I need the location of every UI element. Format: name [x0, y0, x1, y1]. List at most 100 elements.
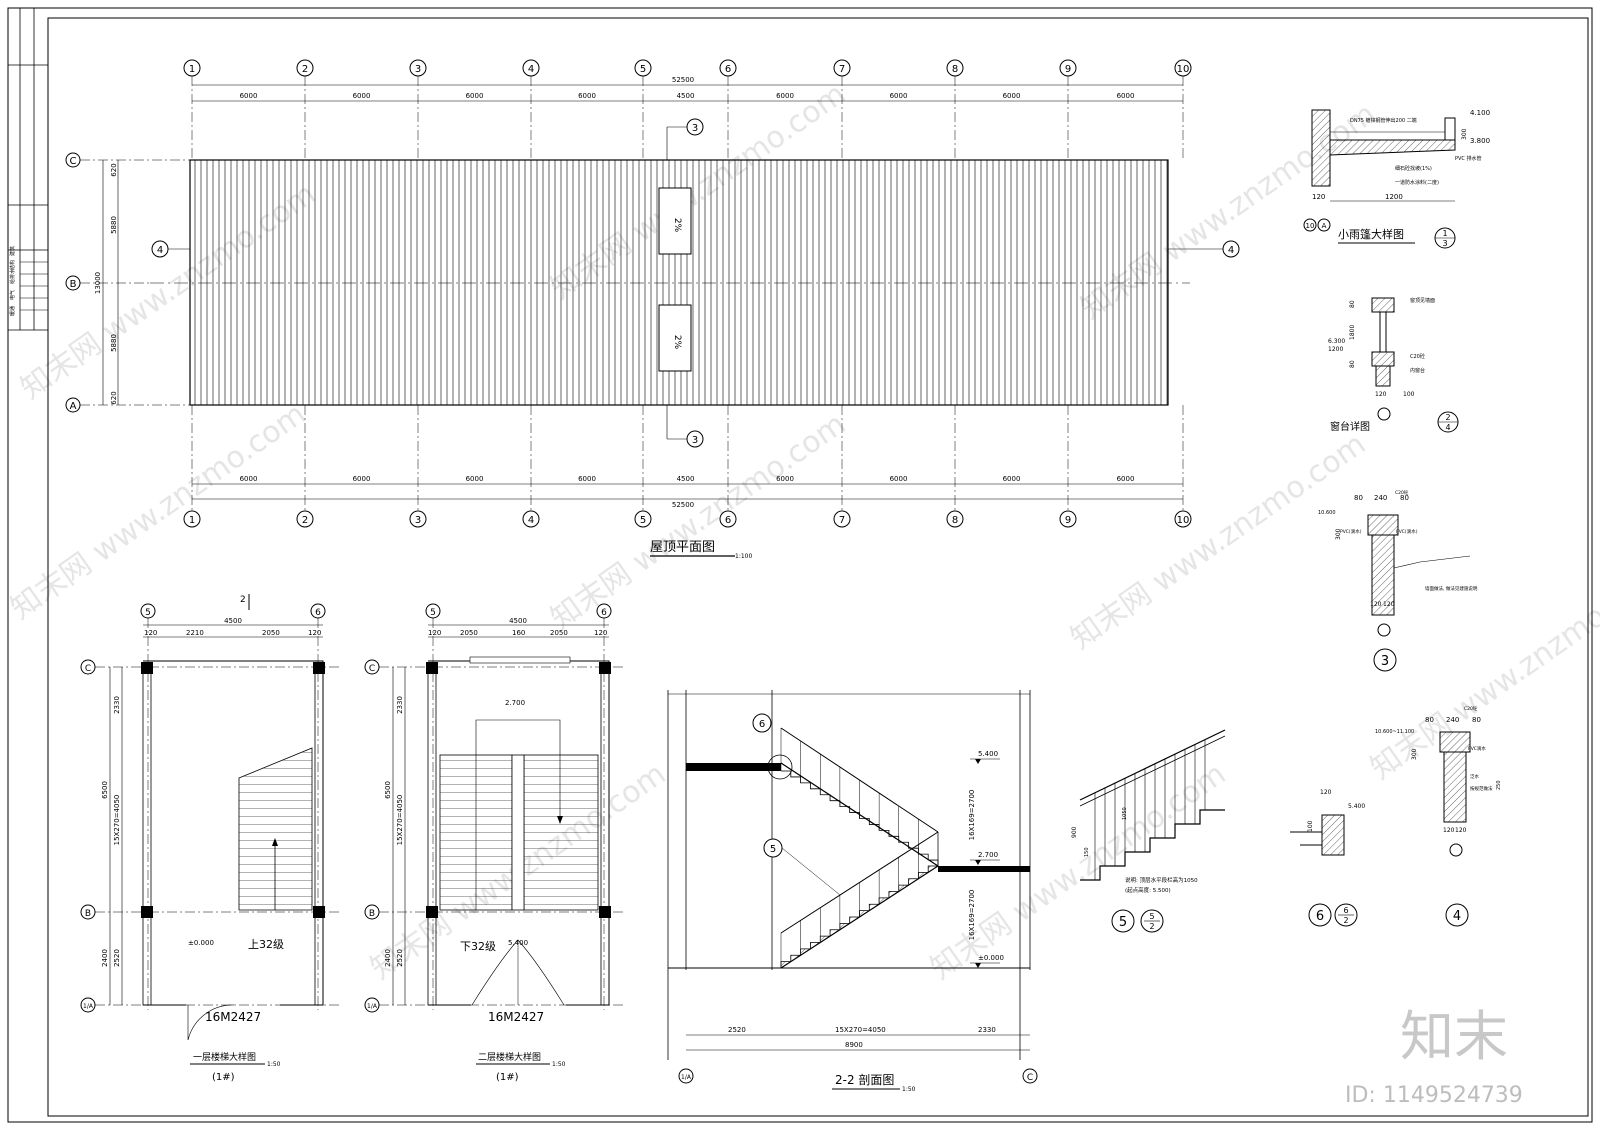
stair-plan-1f: 5 6 C B 1/A 4500 120 2210 2050 120 2: [80, 594, 340, 1083]
stair2f-top-dim-5: 120: [594, 629, 607, 637]
section-mid-landing: [938, 866, 1030, 872]
section-title: 2-2 剖面图: [835, 1073, 894, 1087]
section-marker-3-bottom: 3: [692, 435, 698, 446]
roof-bay-dim: 6000: [578, 92, 596, 100]
canopy-note-4: PVC 排水管: [1455, 155, 1482, 162]
roof-grid-label-bottom-5: 5: [640, 515, 646, 526]
parapet3-note-2: PVC(滴水): [1340, 528, 1362, 535]
parapet3-dim-300: 300: [1335, 528, 1342, 540]
canopy-elev-2: 3.800: [1470, 137, 1490, 145]
railing-dim-900: 900: [1071, 826, 1078, 838]
parapet3-tag: 3: [1381, 654, 1389, 669]
roof-hatch-opening-1: [658, 187, 692, 255]
roof-grid-bubble: [1059, 510, 1077, 528]
stair1f-title: 一层楼梯大样图: [193, 1051, 256, 1063]
canopy-tag-top: 1: [1442, 229, 1447, 238]
parapet4-dim-120a: 120: [1443, 827, 1455, 834]
roof-side-dim-total: 13000: [94, 272, 102, 294]
section-bottom-dim-3: 2330: [978, 1026, 996, 1034]
title-block-label-4: 电气: [9, 290, 16, 300]
left-title-block: 建筑 结构 给排水 电气 暖通: [8, 8, 48, 331]
parapet4-note-3: 泛水: [1470, 773, 1479, 780]
stair1f-top-total: 4500: [224, 617, 242, 625]
detail6-elev: 5.400: [1348, 803, 1365, 810]
parapet4-dim-120b: 120: [1455, 827, 1467, 834]
roof-grid-label-top-10: 10: [1177, 64, 1190, 75]
canopy-detail-title: 小雨篷大样图: [1338, 227, 1404, 241]
roof-grid-label-top-4: 4: [528, 64, 534, 75]
detail6-dim-120: 120: [1320, 789, 1332, 796]
roof-bay-dim: 6000: [466, 475, 484, 483]
parapet4-dim-80a: 80: [1425, 716, 1434, 724]
stair2f-grid-c-label: C: [369, 664, 375, 674]
roof-side-dim-2: 5880: [110, 216, 118, 234]
sill-note-2: C20砼: [1410, 353, 1425, 360]
canopy-note-3: 一道防水涂料(二度): [1395, 179, 1439, 186]
detail6-ref-top: 6: [1343, 906, 1348, 915]
stair2f-flight-right: [523, 754, 599, 911]
sill-dim-120: 120: [1375, 391, 1387, 398]
parapet3-elev: 10.600: [1318, 510, 1336, 516]
roof-bay-dim: 6000: [240, 92, 258, 100]
sill-dim-80b: 80: [1349, 360, 1356, 368]
roof-bay-dim: 6000: [1003, 92, 1021, 100]
sill-dim-1800: 1800: [1349, 325, 1356, 340]
railing-dim-150: 150: [1084, 847, 1090, 857]
railing-note-1: 说明: 顶层水平段栏高为1050: [1125, 876, 1198, 884]
roof-grid-bubble: [719, 510, 737, 528]
railing-balusters: [1094, 740, 1206, 880]
roof-grid-bubble: [183, 510, 201, 528]
section-upper-landing: [686, 763, 781, 771]
roof-row-labels: C B A: [65, 152, 190, 413]
stair1f-top-dim-4: 120: [308, 629, 321, 637]
stair2f-down-label: 下32级: [460, 940, 496, 953]
stair1f-elev: ±0.000: [188, 939, 214, 947]
sill-tag-bottom: 4: [1445, 423, 1450, 432]
canopy-dim-120: 120: [1312, 193, 1325, 201]
stair1f-door: 16M2427: [205, 1010, 261, 1024]
sill-note-1: 窗顶见墙面: [1410, 297, 1435, 304]
sill-dim-100: 100: [1403, 391, 1415, 398]
stair2f-grid-b-label: B: [369, 909, 375, 919]
stair1f-side-dim-3: 2520: [113, 949, 121, 967]
canopy-grid-a: A: [1322, 222, 1327, 230]
section-flight-dim-2: 16X169=2700: [968, 890, 976, 941]
roof-grid-label-bottom-3: 3: [415, 515, 421, 526]
section-flight-dim-1: 16X169=2700: [968, 790, 976, 841]
canopy-tag-bottom: 3: [1442, 239, 1447, 248]
detail-6: 120 100 5.400 6 6 2: [1290, 789, 1365, 927]
stair2f-top-dim-4: 2050: [550, 629, 568, 637]
roof-plan-title: 屋顶平面图: [650, 540, 715, 555]
stair2f-side-total-2: 2400: [384, 949, 392, 967]
roof-grid-bubble: [296, 510, 314, 528]
detail6-ref-bottom: 2: [1343, 916, 1348, 925]
section-tag-5: 5: [770, 844, 776, 855]
parapet3-note-4: 墙面做法, 做法见建施说明: [1425, 585, 1478, 592]
title-block-label-2: 结构: [9, 260, 16, 270]
stair2f-title: 二层楼梯大样图: [478, 1051, 541, 1063]
parapet3-dim-120a: 120: [1370, 601, 1382, 608]
section-2-2: 5.400 2.700 ±0.000 16X169=2700 16X169=27…: [667, 690, 1038, 1093]
roof-grid-bubble: [409, 510, 427, 528]
roof-grid-bubble: [634, 510, 652, 528]
railing-note-2: (起点高度: 5.500): [1125, 886, 1171, 894]
title-block-label-3: 给排水: [9, 269, 16, 284]
detail-parapet-3: 80 240 80 300 10.600 C20砼 PVC(滴水) PVC(滴水…: [1318, 489, 1478, 672]
parapet3-note-3: PVC(滴水): [1396, 528, 1418, 535]
sill-dim-80a: 80: [1349, 300, 1356, 308]
sheet-border: [7, 7, 1593, 1123]
stair2f-landing-elev: 2.700: [505, 699, 525, 707]
roof-side-dim-4: 620: [110, 391, 118, 404]
roof-grid-label-top-7: 7: [839, 64, 845, 75]
stair1f-scale: 1:50: [267, 1061, 281, 1068]
roof-grid-bubble: [1174, 510, 1192, 528]
roof-grid-label-bottom-2: 2: [302, 515, 308, 526]
canopy-note-1: DN75 镀锌钢管伸出200 二端: [1350, 117, 1417, 124]
roof-grid-bubble: [946, 510, 964, 528]
parapet4-tag: 4: [1453, 909, 1461, 924]
roof-section-markers: 4 4 3 3: [151, 118, 1240, 448]
sill-elev-1: 6.300: [1328, 338, 1345, 345]
stair1f-side-total-2: 2400: [101, 949, 109, 967]
